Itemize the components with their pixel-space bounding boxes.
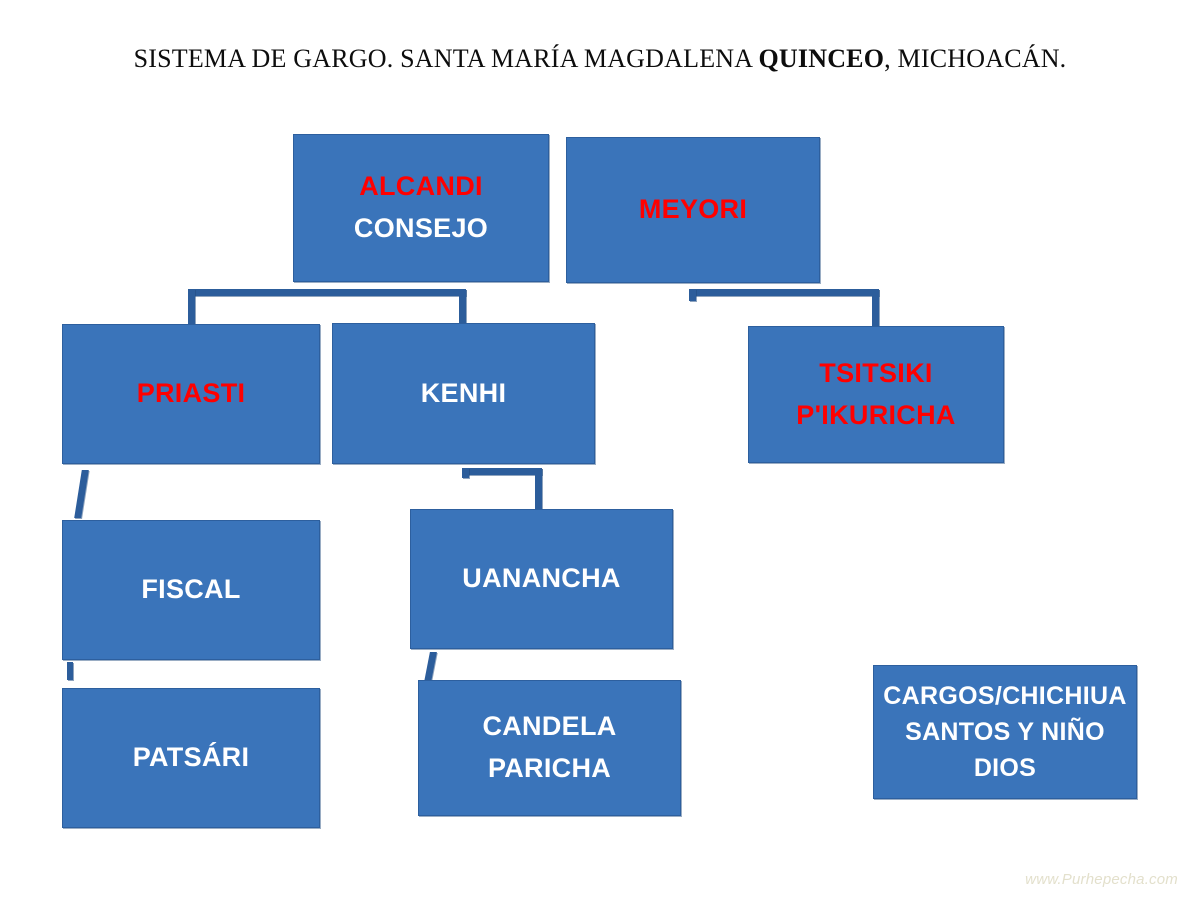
node-meyori[interactable]: MEYORI <box>566 137 820 283</box>
node-line: ALCANDI <box>359 171 483 202</box>
node-line: FISCAL <box>141 574 241 605</box>
node-uanancha[interactable]: UANANCHA <box>410 509 673 649</box>
connector-meyori-drop-right <box>872 289 879 327</box>
connector-kenhi-drop-right <box>535 468 542 510</box>
node-patsari[interactable]: PATSÁRI <box>62 688 320 828</box>
node-priasti[interactable]: PRIASTI <box>62 324 320 464</box>
node-line: MEYORI <box>638 194 748 225</box>
node-alcandi-consejo[interactable]: ALCANDI CONSEJO <box>293 134 549 282</box>
connector-meyori-horizontal <box>689 289 879 296</box>
node-kenhi[interactable]: KENHI <box>332 323 595 464</box>
node-line: SANTOS Y NIÑO <box>905 717 1105 746</box>
node-line: DIOS <box>973 754 1037 783</box>
node-line: P'IKURICHA <box>796 399 956 430</box>
connector-fiscal-patsari <box>67 662 73 680</box>
connector-priasti-fiscal <box>74 470 89 518</box>
node-line: KENHI <box>420 377 507 408</box>
connector-kenhi-drop-left <box>462 468 469 478</box>
title-prefix: SISTEMA DE GARGO. SANTA MARÍA MAGDALENA <box>133 44 759 73</box>
connector-alcandi-horizontal <box>188 289 466 296</box>
connector-alcandi-drop-right <box>459 289 466 325</box>
node-line: PATSÁRI <box>132 742 250 773</box>
node-line: CANDELA <box>482 711 617 742</box>
title-suffix: , MICHOACÁN. <box>884 44 1067 73</box>
node-line: TSITSIKI <box>819 357 933 388</box>
connector-alcandi-drop-left <box>188 289 195 325</box>
connector-kenhi-horizontal <box>462 468 542 475</box>
node-line: CONSEJO <box>353 213 489 243</box>
connector-meyori-drop-left <box>689 289 696 301</box>
watermark: www.Purhepecha.com <box>1025 871 1178 888</box>
node-line: PRIASTI <box>136 378 246 409</box>
node-cargos-chichiua[interactable]: CARGOS/CHICHIUA SANTOS Y NIÑO DIOS <box>873 665 1137 799</box>
node-line: PARICHA <box>487 753 612 783</box>
node-fiscal[interactable]: FISCAL <box>62 520 320 660</box>
node-line: CARGOS/CHICHIUA <box>883 681 1127 710</box>
title-emphasis: QUINCEO <box>758 44 885 73</box>
page-title: SISTEMA DE GARGO. SANTA MARÍA MAGDALENA … <box>0 44 1200 74</box>
connector-uanancha-candela <box>424 652 437 682</box>
node-candela-paricha[interactable]: CANDELA PARICHA <box>418 680 681 816</box>
node-tsitsiki-pikuricha[interactable]: TSITSIKI P'IKURICHA <box>748 326 1004 463</box>
node-line: UANANCHA <box>462 563 621 594</box>
